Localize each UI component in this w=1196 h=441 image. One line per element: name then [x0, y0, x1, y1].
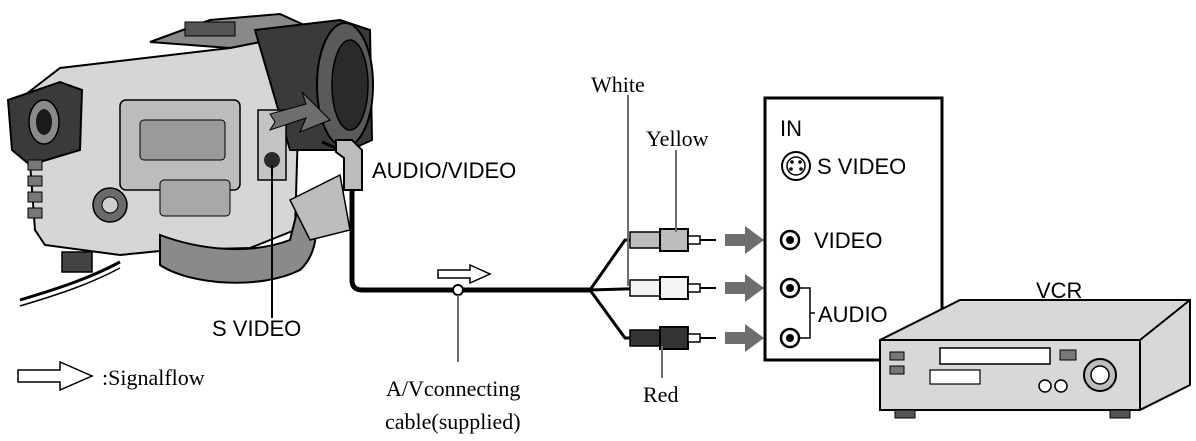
flow-arrow-audio-r: [725, 324, 764, 352]
audio-bracket: [800, 287, 815, 339]
s-video-camera-label: S VIDEO: [212, 316, 301, 341]
panel-in-label: IN: [780, 116, 802, 141]
signal-flow-legend-arrow: [17, 360, 94, 392]
panel-video-label: VIDEO: [814, 228, 882, 253]
insert-arrow: [268, 91, 331, 133]
red-label: Red: [643, 382, 678, 407]
audio-jack-r-icon: [779, 327, 801, 349]
av-cable: [349, 190, 590, 293]
rca-plug-white: [629, 276, 716, 300]
s-video-jack-icon: [781, 151, 811, 181]
rca-plug-yellow: [629, 228, 716, 252]
cable-leader-dot: [452, 284, 464, 296]
flow-arrow-audio-l: [725, 274, 764, 302]
audio-jack-l-icon: [779, 277, 801, 299]
audio-video-label: AUDIO/VIDEO: [372, 158, 516, 183]
vcr-illustration: [879, 299, 1191, 419]
panel-audio-label: AUDIO: [818, 302, 888, 327]
flow-arrow-video: [725, 226, 764, 254]
vcr-label: VCR: [1036, 278, 1082, 303]
white-label: White: [591, 72, 645, 97]
camcorder-illustration: [6, 12, 374, 307]
video-jack-icon: [779, 229, 801, 251]
cable-label-line1: A/Vconnecting: [386, 376, 520, 401]
cable-label-line2: cable(supplied): [385, 409, 521, 434]
yellow-label: Yellow: [646, 126, 709, 151]
panel-s-video-label: S VIDEO: [817, 154, 906, 179]
vcr-input-panel: [763, 96, 944, 362]
signal-flow-arrow-on-cable: [437, 263, 492, 285]
signal-flow-label: :Signalflow: [102, 365, 205, 390]
rca-plug-red: [629, 326, 716, 350]
